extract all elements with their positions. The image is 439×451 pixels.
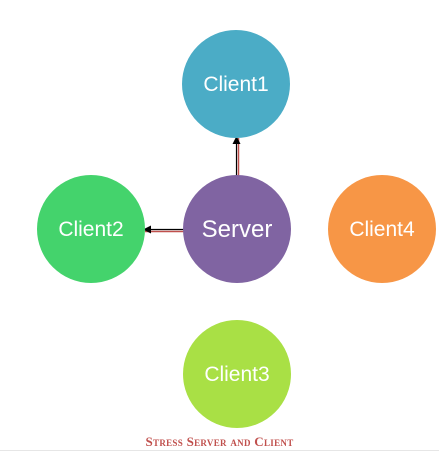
node-client2: Client2 [37, 175, 145, 283]
node-client3: Client3 [183, 320, 291, 428]
node-client3-label: Client3 [204, 363, 269, 386]
node-server: Server [183, 175, 291, 283]
node-client4: Client4 [328, 175, 436, 283]
node-server-label: Server [202, 216, 273, 243]
node-client1-label: Client1 [203, 73, 268, 96]
node-client4-circle [328, 175, 436, 283]
figure-caption: Stress Server and Client [145, 434, 294, 449]
node-client1-circle [182, 30, 290, 138]
node-client2-label: Client2 [58, 218, 123, 241]
node-client4-label: Client4 [349, 218, 415, 241]
node-client3-circle [183, 320, 291, 428]
node-client1: Client1 [182, 30, 290, 138]
node-client2-circle [37, 175, 145, 283]
node-server-circle [183, 175, 291, 283]
